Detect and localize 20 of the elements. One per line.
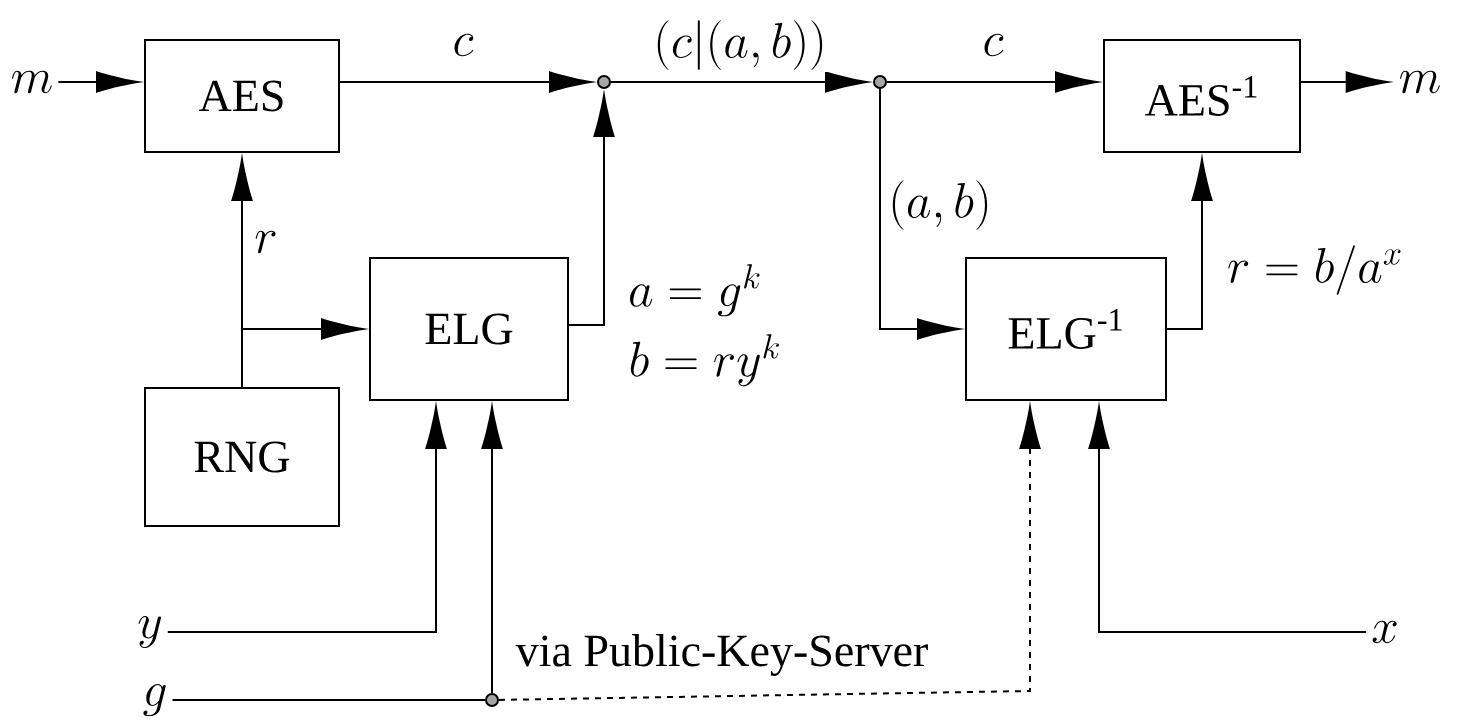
edge-label: $r = b/a^x$ [1224,243,1406,297]
edge-label: $(c|(a,b))$ [651,18,829,72]
edge-label: $c$ [980,32,1006,58]
variable-label: $m$ [1400,70,1440,94]
junction-dot [485,693,499,707]
process-box: RNG [144,387,340,527]
edge-label: via Public-Key-Server [513,632,931,678]
variable-label: $y$ [138,615,161,649]
edge-label: $r$ [252,229,280,255]
equation-label: $a = g^k$ [630,264,760,317]
edge-label: $(a,b)$ [886,178,994,232]
equation-label: $b = ry^k$ [630,334,779,387]
process-box: AES [144,39,340,153]
variable-label: $g$ [143,683,166,717]
variable-label: $m$ [12,70,52,94]
process-box: ELG [369,257,569,401]
edge-label: $c$ [450,32,476,58]
variable-label: $x$ [1372,620,1397,644]
process-box: AES$^{-1}$ [1103,39,1301,153]
process-box: ELG$^{-1}$ [965,257,1167,401]
